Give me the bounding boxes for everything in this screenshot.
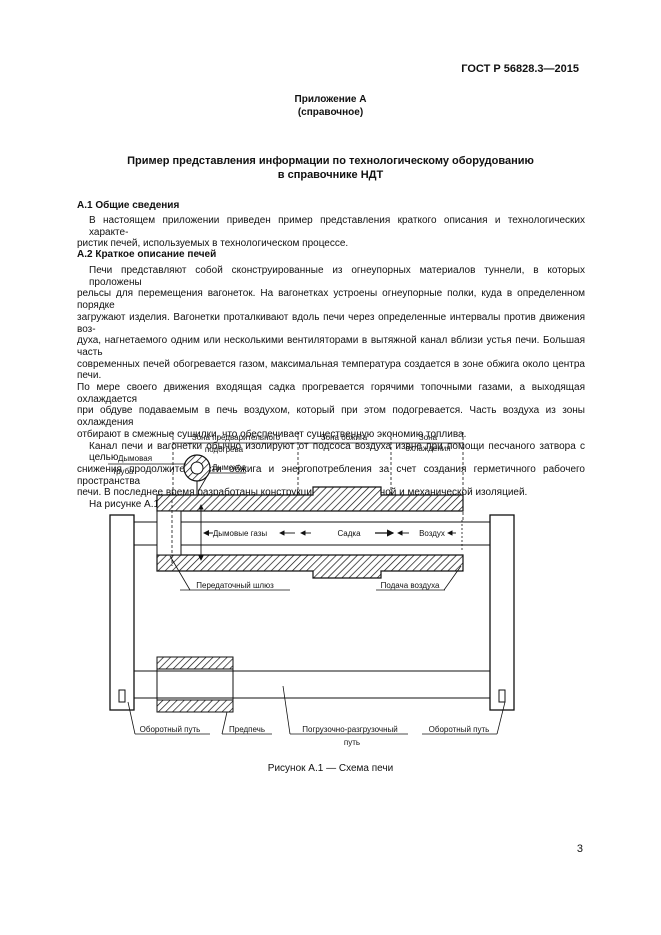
section-a2-line: отбирают в смежные сушилки, что обеспечи… [77, 428, 467, 440]
return-track-right [489, 514, 515, 711]
zone-firing-label: Зона обжига [321, 433, 368, 442]
chimney-label-2: труба [113, 467, 135, 476]
document-title: Пример представления информации по техно… [0, 154, 661, 182]
section-a2-line: снижения продолжительности обжига и энер… [77, 463, 585, 487]
section-a1-line2: ристик печей, используемых в технологиче… [77, 238, 349, 250]
section-a1-heading: А.1 Общие сведения [77, 200, 180, 211]
prekiln [156, 656, 234, 713]
section-a2-line: Печи представляют собой сконструированны… [89, 265, 585, 288]
section-a2-heading: А.2 Краткое описание печей [77, 249, 217, 260]
zone-preheat-label-1: Зона предварительного [192, 433, 281, 442]
appendix-subtitle: (справочное) [297, 107, 364, 118]
load-track-label-2: путь [344, 738, 360, 747]
kiln-body [156, 486, 464, 579]
zone-cooling-label-2: охлаждения [405, 444, 450, 453]
section-a2-line: По мере своего движения входящая садка п… [77, 382, 585, 405]
section-a2-line: загружают изделия. Вагонетки проталкиваю… [77, 311, 585, 335]
section-a2-line: современных печей обогревается газом, ма… [77, 358, 585, 382]
figure-caption: Рисунок А.1 — Схема печи [267, 763, 394, 774]
return-track-left-label: Оборотный путь [140, 725, 201, 734]
return-track-left [109, 514, 135, 711]
chimney-label-1: Дымовая [118, 454, 152, 463]
section-a2-line: печи. В последнее время разработаны конс… [77, 487, 528, 499]
page-number: 3 [576, 843, 583, 855]
section-a2-line: рельсы для перемещения вагонеток. На ваг… [77, 288, 585, 312]
air-label: Воздух [419, 529, 445, 538]
section-a2-line: духа, нагнетаемого одним или несколькими… [77, 335, 585, 358]
section-a2-line: Канал печи и вагонетки обычно изолируют … [89, 440, 585, 464]
kiln-diagram: Зона предварительного подогрева Зона обж… [108, 432, 515, 747]
zone-cooling-label-1: Зона [419, 433, 438, 442]
section-a2-text: Печи представляют собой сконструированны… [77, 265, 585, 511]
standard-code: ГОСТ Р 56828.3—2015 [461, 63, 579, 75]
section-a1-line1: В настоящем приложении приведен пример п… [89, 215, 585, 238]
zone-dimensions [172, 432, 464, 520]
document-title-line2: в справочнике НДТ [277, 169, 384, 181]
section-a2-line: при обдуве подаваемым в печь воздухом, к… [77, 405, 585, 429]
flue-label: Дымоход [212, 463, 246, 472]
transfer-lock-label: Передаточный шлюз [196, 581, 274, 590]
appendix-heading: Приложение А (справочное) [0, 93, 661, 119]
document-title-line1: Пример представления информации по техно… [127, 155, 534, 167]
section-a1-text: В настоящем приложении приведен пример п… [77, 215, 585, 250]
appendix-title: Приложение А [294, 94, 367, 105]
air-supply-label: Подача воздуха [381, 581, 440, 590]
flue-gases-label: Дымовые газы [213, 529, 268, 538]
return-track-right-label: Оборотный путь [429, 725, 490, 734]
zone-preheat-label-2: подогрева [205, 445, 244, 454]
load-track-label-1: Погрузочно-разгрузочный [302, 725, 397, 734]
prekiln-label: Предпечь [229, 725, 265, 734]
charge-label: Садка [337, 529, 361, 538]
chimney [183, 454, 211, 495]
